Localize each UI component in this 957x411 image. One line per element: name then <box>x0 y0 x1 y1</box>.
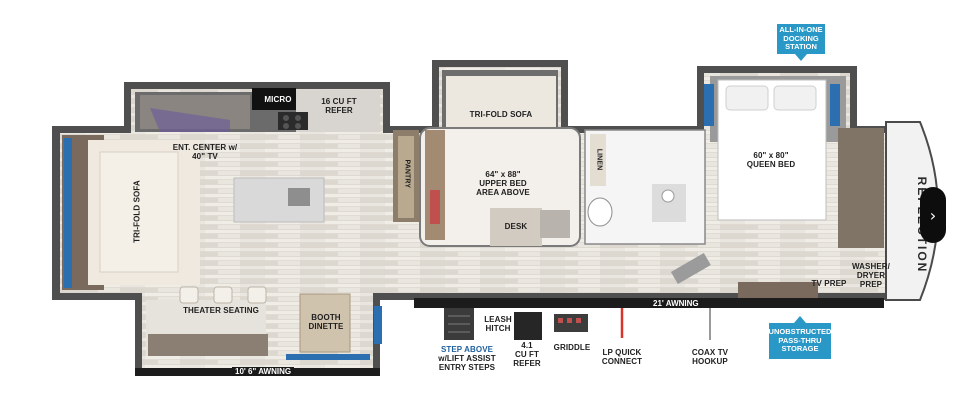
exterior-features <box>444 308 711 340</box>
rear-awning-label: 10' 6" AWNING <box>232 367 295 376</box>
storage-badge-tail <box>794 316 806 323</box>
leash-hitch-label: LEASH HITCH <box>484 315 512 333</box>
tv-prep-label: TV PREP <box>811 279 847 288</box>
linen-label: LINEN <box>595 148 603 171</box>
bathroom <box>584 129 706 245</box>
pantry-label: PANTRY <box>403 159 411 189</box>
storage-badge: UNOBSTRUCTED PASS-THRU STORAGE <box>769 323 831 359</box>
front-cabinets <box>670 252 818 298</box>
upper-bed-label: 64" x 88" UPPER BED AREA ABOVE <box>476 170 530 197</box>
lp-connect-label: LP QUICK CONNECT <box>601 348 643 366</box>
micro-label: MICRO <box>264 95 292 104</box>
trifold-sofa-left-label: TRI-FOLD SOFA <box>132 180 142 243</box>
kitchen-counter <box>135 88 380 132</box>
booth-dinette-label: BOOTH DINETTE <box>308 313 344 331</box>
theater-slide <box>146 286 382 360</box>
docking-station-badge: ALL-IN-ONE DOCKING STATION <box>777 24 825 54</box>
queen-bed-label: 60" x 80" QUEEN BED <box>746 151 796 169</box>
step-sub-label: w/LIFT ASSIST ENTRY STEPS <box>438 354 496 372</box>
docking-station-badge-tail <box>795 54 807 61</box>
step-label: STEP ABOVE <box>440 345 494 354</box>
ent-center-label: ENT. CENTER w/ 40" TV <box>172 143 238 161</box>
freezer-label: 4.1 CU FT REFER <box>513 341 541 368</box>
desk-label: DESK <box>504 222 528 231</box>
griddle-label: GRIDDLE <box>553 343 591 352</box>
kitchen-island <box>233 177 325 223</box>
center-slide <box>419 70 581 247</box>
theater-seating-label: THEATER SEATING <box>183 306 259 315</box>
coax-label: COAX TV HOOKUP <box>691 348 729 366</box>
refer-label: 16 CU FT REFER <box>321 97 357 115</box>
pantry <box>393 130 419 222</box>
left-sofa <box>62 135 200 290</box>
chevron-right-icon[interactable]: › <box>920 187 946 243</box>
front-awning-label: 21' AWNING <box>650 299 702 308</box>
washer-dryer-label: WASHER/ DRYER PREP <box>851 262 891 289</box>
trifold-sofa-top-label: TRI-FOLD SOFA <box>469 110 533 119</box>
bedroom <box>704 76 884 248</box>
